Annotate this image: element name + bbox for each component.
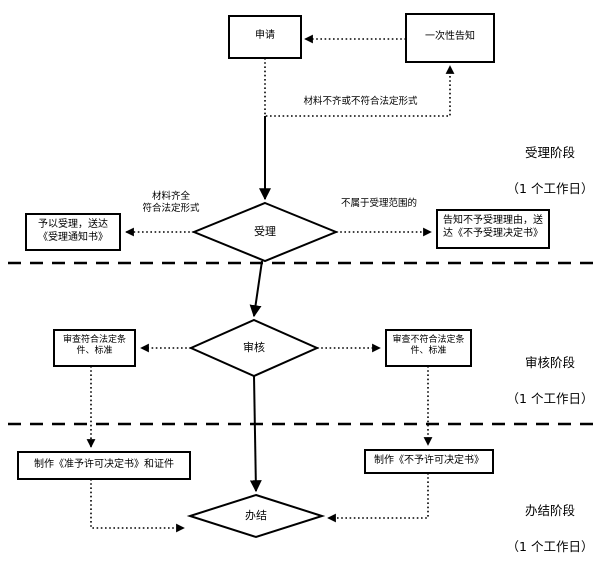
edge-label-out-of-scope: 不属于受理范围的 (340, 198, 417, 209)
stage-acceptance-duration: （1 个工作日） (506, 181, 594, 197)
stage-review-name: 审核阶段 (524, 355, 575, 371)
node-apply-shape (228, 15, 302, 59)
node-review-pass-shape (53, 329, 136, 367)
edge-review-to-complete (249, 375, 262, 493)
stage-acceptance-name: 受理阶段 (524, 145, 575, 161)
stage-review-duration: （1 个工作日） (506, 391, 594, 407)
stage-label-completion: 办结阶段 （1 个工作日） (500, 484, 600, 564)
node-make-approval-shape (17, 451, 191, 480)
node-review-decision-shape (188, 318, 320, 378)
node-grant-accept-shape (25, 213, 121, 251)
stage-completion-name: 办结阶段 (524, 503, 575, 519)
node-make-rejection-shape (364, 449, 494, 474)
edge-accept-to-review (249, 260, 263, 318)
node-review-fail-shape (385, 329, 472, 367)
stage-label-acceptance: 受理阶段 （1 个工作日） (500, 126, 600, 217)
edge-label-materials-incomplete: 材料不齐或不符合法定形式 (303, 96, 418, 107)
node-one-time-notice-shape (405, 13, 495, 63)
edge-make-rejection-to-complete (327, 473, 429, 523)
stage-completion-duration: （1 个工作日） (506, 539, 594, 555)
node-refuse-accept-shape (436, 209, 550, 249)
node-complete-shape (186, 493, 326, 539)
stage-label-review: 审核阶段 （1 个工作日） (500, 336, 600, 427)
edge-make-approval-to-complete (90, 479, 185, 533)
edge-label-materials-complete: 材料齐全 符合法定形式 (142, 191, 200, 215)
node-accept-decision-shape (191, 201, 339, 263)
